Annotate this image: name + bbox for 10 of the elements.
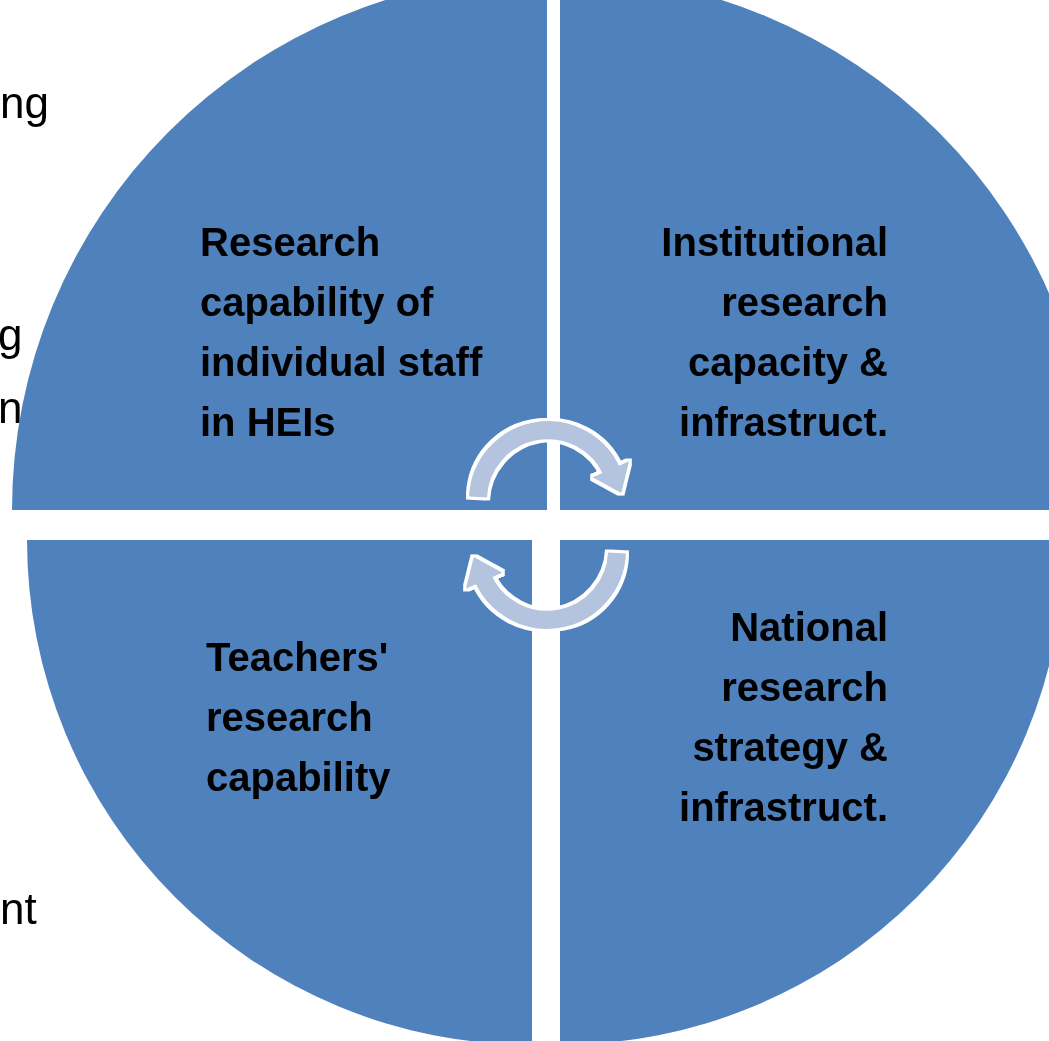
segment-label: National research strategy & infrastruct. [678, 604, 888, 831]
partial-label: ng [0, 78, 49, 128]
partial-label: n [0, 383, 23, 433]
segment-label: Institutional research capacity & infrastruct. [660, 219, 888, 446]
segment-label: Teachers' research capability [206, 634, 392, 801]
curved-arrow [466, 552, 626, 629]
partial-label: g [0, 310, 23, 360]
segment-label: Research capability of individual staff in HEIs [200, 219, 484, 446]
curved-arrow [469, 421, 629, 498]
partial-label: nt [0, 884, 37, 934]
